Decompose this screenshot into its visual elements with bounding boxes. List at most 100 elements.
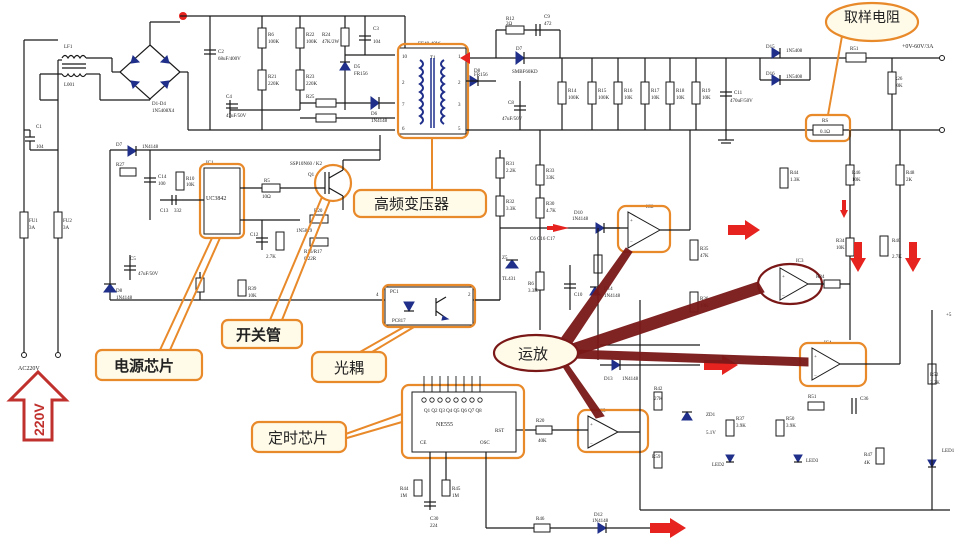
- svg-text:3.3K: 3.3K: [506, 207, 516, 212]
- ac-in-label: AC220V: [18, 366, 40, 372]
- svg-text:Z5: Z5: [502, 256, 508, 261]
- sampling-resistor-callout: [824, 1, 920, 43]
- svg-text:R5: R5: [264, 179, 270, 184]
- r21-label: R21: [268, 75, 277, 80]
- svg-text:R33: R33: [546, 169, 555, 174]
- svg-text:2: 2: [468, 293, 471, 298]
- q1-name: SSP10N60 / K2: [290, 162, 322, 167]
- fuse-fu1: [19, 211, 29, 239]
- svg-text:10K: 10K: [186, 183, 195, 188]
- svg-text:OSC: OSC: [480, 441, 490, 446]
- op-amp-ic3: + − IC3 R34: [756, 130, 851, 340]
- svg-text:100: 100: [158, 182, 166, 187]
- c2-value: 68uF/400V: [218, 57, 241, 62]
- fu1-value: 3A: [29, 226, 36, 231]
- secondary-section: R12 2Ω C9 472 D7 SMBF60KD D8 FR156 C8 47…: [460, 15, 945, 144]
- r6-value: 100K: [268, 40, 280, 45]
- c2-label: C2: [218, 50, 224, 55]
- svg-text:−: −: [814, 374, 817, 379]
- zd1-label: ZD1: [706, 413, 716, 418]
- rs-value: 0.1Ω: [820, 130, 830, 135]
- d16-label: D16: [766, 72, 775, 77]
- svg-text:C30: C30: [430, 517, 439, 522]
- svg-text:0.22R: 0.22R: [304, 257, 317, 262]
- pc1-label: PC1: [390, 290, 399, 295]
- svg-text:C6 C16 C17: C6 C16 C17: [530, 237, 556, 242]
- r26-label: R26: [894, 77, 903, 82]
- d7-label: D7: [516, 47, 523, 52]
- svg-text:R37: R37: [736, 417, 745, 422]
- timer-chip-callout: [250, 420, 348, 454]
- svg-text:−: −: [782, 294, 785, 299]
- svg-text:10K: 10K: [248, 294, 257, 299]
- r51-label: R51: [850, 47, 859, 52]
- svg-text:C12: C12: [250, 233, 259, 238]
- led1-label: LED1: [942, 449, 955, 454]
- r24-value: 47K/2W: [322, 40, 340, 45]
- svg-text:1: 1: [458, 55, 461, 60]
- r16-label: R16: [624, 89, 633, 94]
- transformer-t1: EE40-40W T1 10 2 7 6 1 2 3 5: [396, 42, 470, 140]
- svg-text:47K: 47K: [700, 254, 709, 259]
- bridge-value: 1N5408X4: [152, 109, 175, 114]
- svg-text:3: 3: [458, 103, 461, 108]
- svg-text:4.7K: 4.7K: [546, 209, 556, 214]
- led3-label: LED3: [806, 459, 819, 464]
- svg-text:D7: D7: [116, 143, 123, 148]
- timer-chip-label: 定时芯片: [268, 430, 328, 447]
- svg-text:1N4148: 1N4148: [142, 145, 159, 150]
- svg-text:D10: D10: [574, 211, 583, 216]
- bridge-rectifier: [119, 44, 181, 100]
- lf1-value: L001: [64, 83, 75, 88]
- r12-label: R12: [506, 17, 515, 22]
- svg-text:2.7K: 2.7K: [892, 255, 902, 260]
- svg-text:D8: D8: [116, 289, 123, 294]
- r14-label: R14: [568, 89, 577, 94]
- svg-text:+: +: [782, 275, 785, 280]
- c9-value: 472: [544, 22, 552, 27]
- ac-input-arrow: 220V: [6, 369, 70, 442]
- svg-text:33K: 33K: [546, 176, 555, 181]
- svg-text:C36: C36: [860, 397, 869, 402]
- svg-text:1N4148: 1N4148: [572, 217, 589, 222]
- pc1-name: PC817: [392, 319, 406, 324]
- r6-label: R6: [268, 33, 274, 38]
- hf-transformer-label: 高频变压器: [374, 196, 449, 213]
- svg-text:R44: R44: [400, 487, 409, 492]
- zd1-value: 5.1V: [706, 431, 716, 436]
- ac-input-label: 220V: [31, 403, 47, 436]
- t1-label: T1: [430, 56, 436, 61]
- c3-label: C3: [373, 27, 379, 32]
- svg-text:2.7K: 2.7K: [266, 255, 276, 260]
- r16-value: 10K: [624, 96, 633, 101]
- svg-text:R20: R20: [536, 419, 545, 424]
- svg-text:1.3K: 1.3K: [790, 178, 800, 183]
- r22-label: R22: [306, 33, 315, 38]
- svg-text:D13: D13: [604, 377, 613, 382]
- optocoupler-callout: [310, 350, 388, 384]
- c11-value: 470uF/50V: [730, 99, 753, 104]
- r19-label: R19: [702, 89, 711, 94]
- ic5-label: IC5: [598, 409, 606, 414]
- svg-text:10Ω: 10Ω: [262, 195, 271, 200]
- r14-value: 100K: [568, 96, 580, 101]
- indicator-section: D13 1N4148 R42 27K R59 R35 47K R36 10K Z…: [600, 164, 955, 511]
- svg-text:332: 332: [174, 209, 182, 214]
- svg-text:3.9K: 3.9K: [736, 424, 746, 429]
- svg-text:R39: R39: [248, 287, 257, 292]
- switch-tube-callout: [220, 318, 304, 350]
- d5-label: D5: [354, 65, 361, 70]
- svg-text:R34: R34: [836, 239, 845, 244]
- svg-text:2.2K: 2.2K: [930, 381, 940, 386]
- svg-text:D12: D12: [594, 513, 603, 518]
- timer-name: NE555: [436, 422, 453, 428]
- svg-text:1N4148: 1N4148: [592, 519, 609, 524]
- r21-value: 220K: [268, 82, 280, 87]
- svg-text:−: −: [590, 442, 593, 447]
- svg-text:6: 6: [402, 127, 405, 132]
- lf1-label: LF1: [64, 45, 73, 50]
- r15-label: R15: [598, 89, 607, 94]
- svg-text:R27: R27: [116, 163, 125, 168]
- r18-value: 10K: [676, 96, 685, 101]
